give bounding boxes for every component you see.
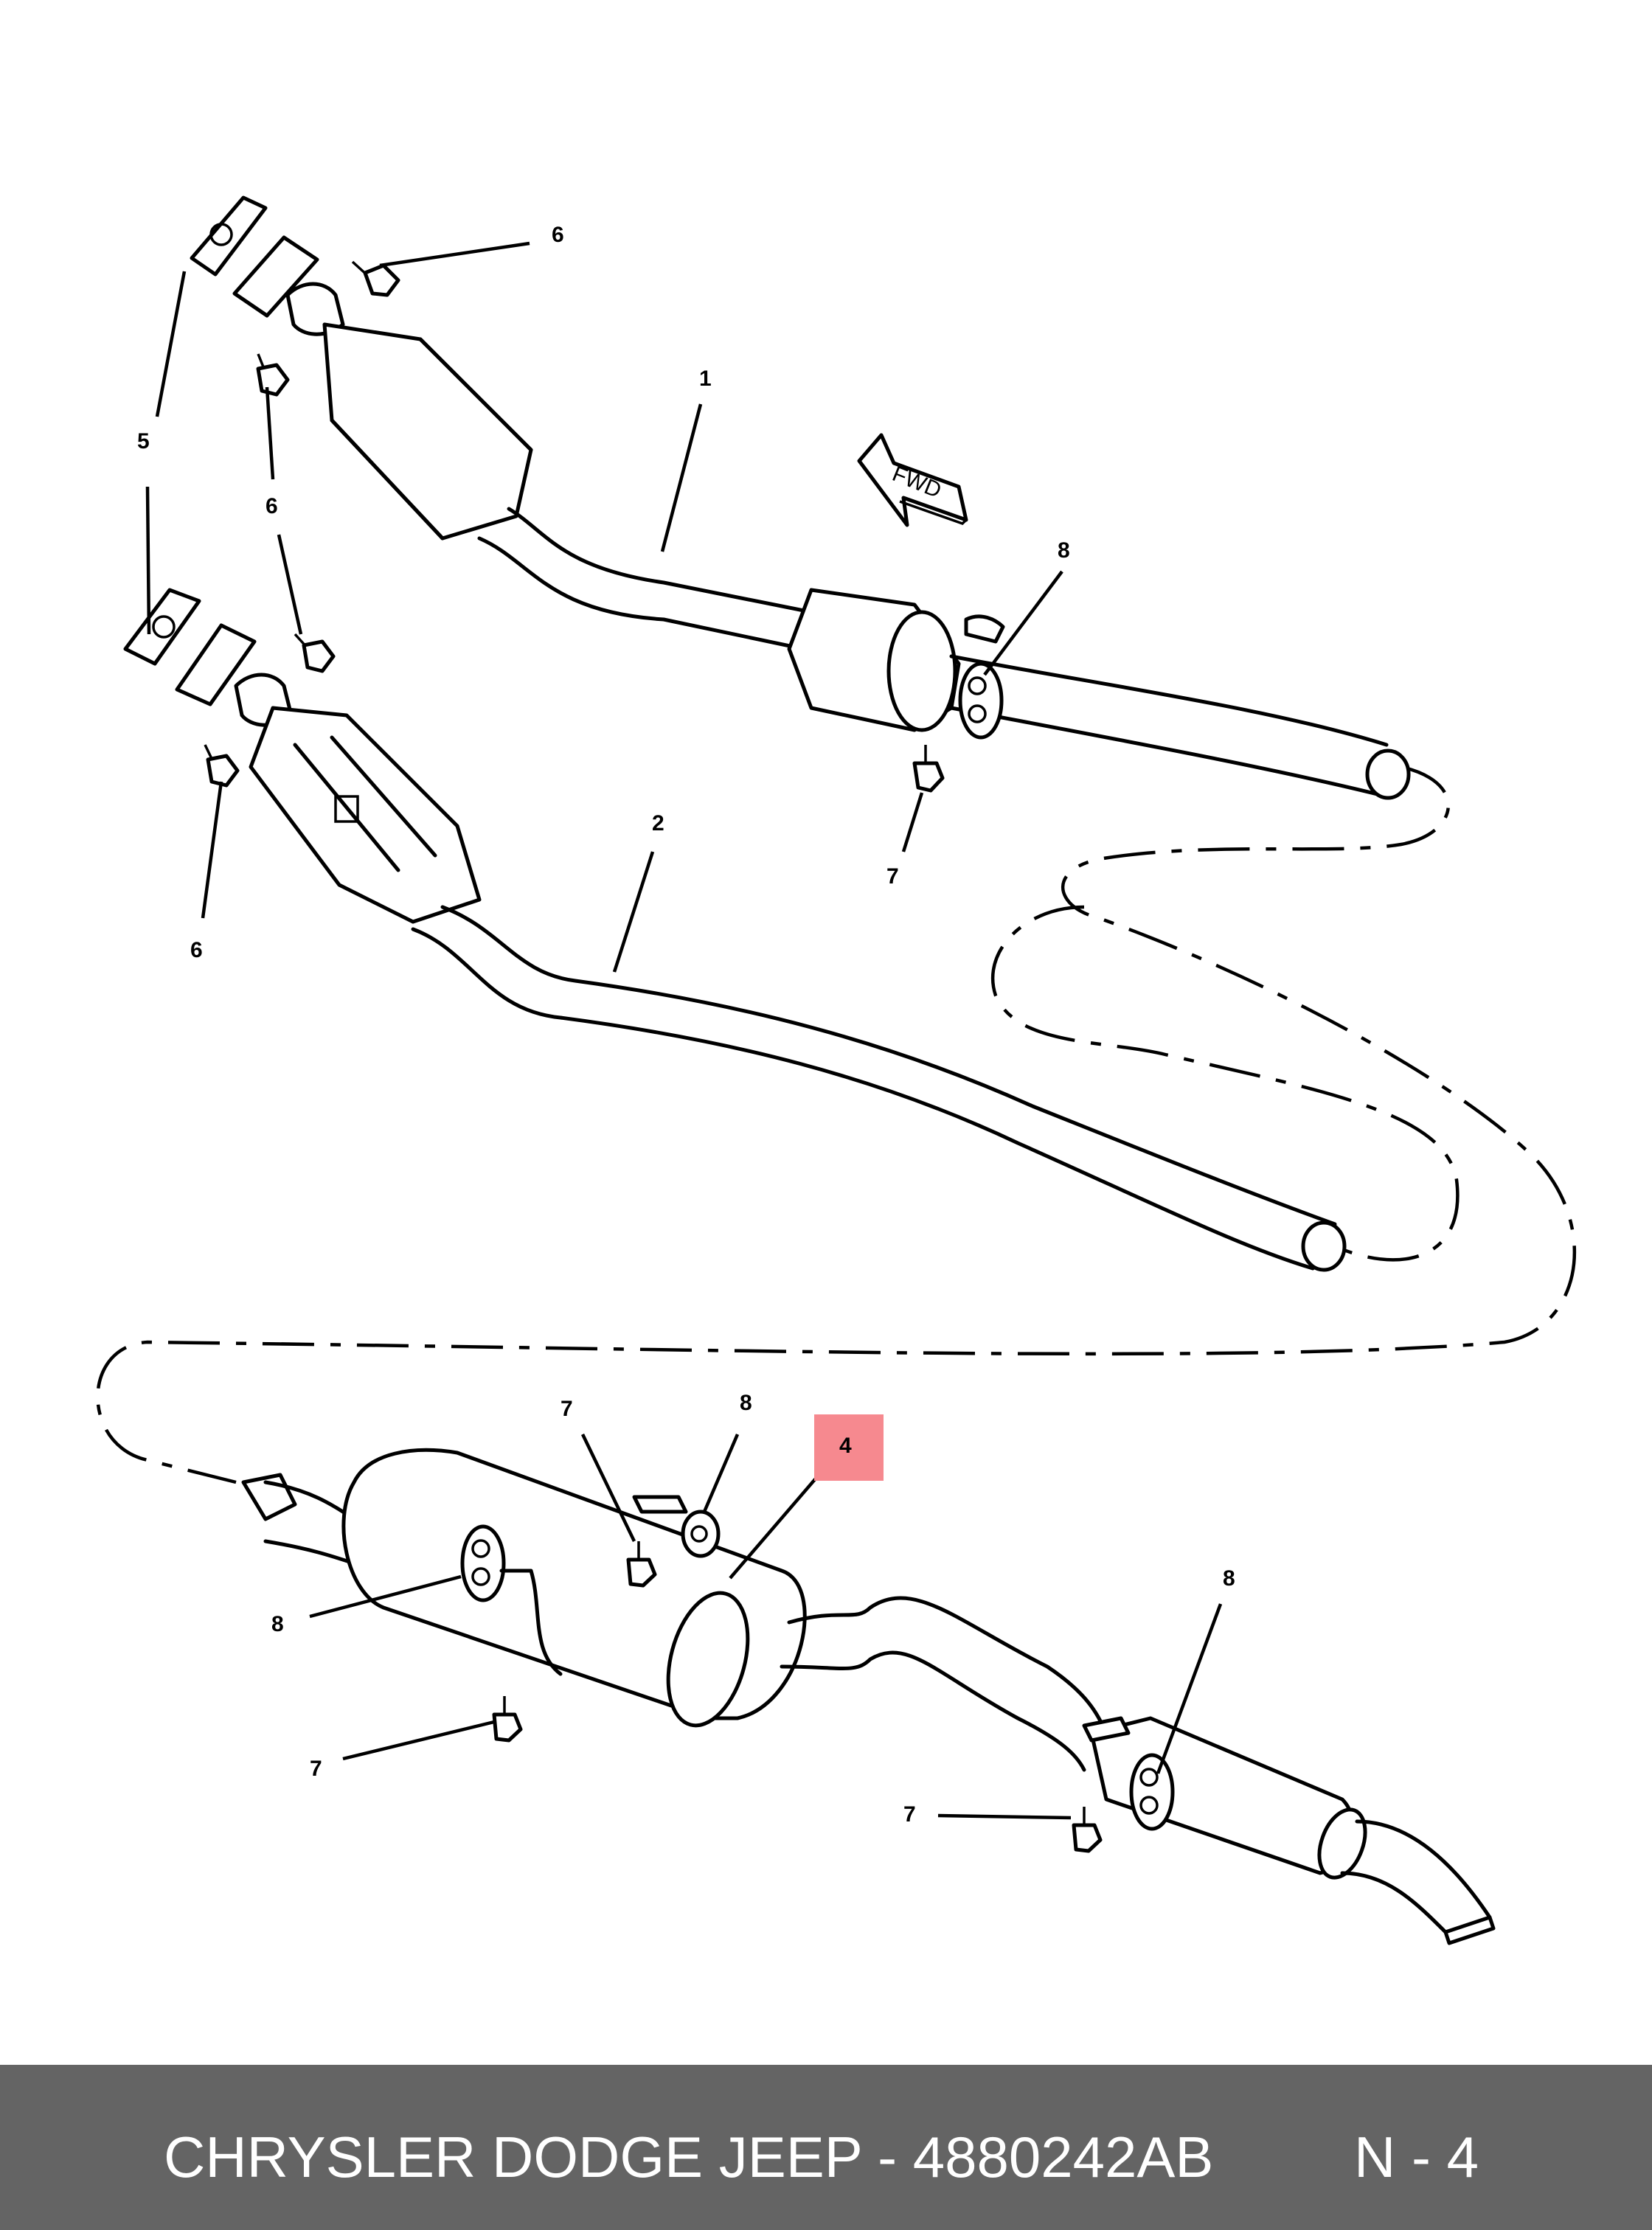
part-1-upper-pipe	[190, 195, 1411, 800]
bolt-7-c	[492, 1696, 523, 1743]
exhaust-system-diagram: FWD 6 1 5 6 8 2 7 6 7 8 4 8 8 7	[96, 195, 1577, 1945]
callout-6-b: 6	[266, 494, 278, 518]
callout-5: 5	[137, 429, 150, 454]
callout-6-a: 6	[552, 223, 564, 247]
callout-labels: 6 1 5 6 8 2 7 6 7 8 4 8 8 7 7	[137, 223, 1235, 1827]
callout-6-c: 6	[190, 938, 203, 962]
leader-lines	[145, 241, 1223, 1820]
bolt-7-a	[912, 745, 945, 793]
routing-lines	[96, 765, 1577, 1484]
highlight-part-4	[814, 1414, 884, 1481]
callout-7-d: 7	[903, 1802, 916, 1827]
callout-8-c: 8	[1223, 1566, 1235, 1591]
callout-1: 1	[699, 367, 712, 391]
part-4-muffler	[241, 1448, 1496, 1945]
bolt-7-b	[626, 1541, 657, 1588]
fwd-direction-arrow: FWD	[857, 433, 968, 527]
callout-7-b: 7	[560, 1397, 573, 1421]
callout-8-b: 8	[740, 1391, 752, 1415]
bolts	[204, 260, 1103, 1853]
footer-bar: CHRYSLER DODGE JEEP - 4880242AB N - 4	[0, 2065, 1652, 2230]
callout-8-a: 8	[1058, 538, 1070, 563]
callout-7-a: 7	[886, 864, 899, 889]
hangers	[460, 614, 1175, 1831]
bolt-6-a	[351, 260, 400, 297]
bolt-6-c	[294, 633, 336, 673]
bolt-6-d	[204, 744, 240, 788]
bolt-6-b	[256, 353, 290, 397]
callout-4: 4	[839, 1434, 852, 1458]
callout-7-c: 7	[310, 1757, 322, 1781]
footer-page-number: N - 4	[1354, 2125, 1479, 2189]
part-2-lower-pipe	[123, 588, 1347, 1272]
callout-8-d: 8	[271, 1612, 284, 1636]
footer-part-title: CHRYSLER DODGE JEEP - 4880242AB	[164, 2125, 1214, 2189]
callout-2: 2	[652, 811, 664, 836]
bolt-7-d	[1072, 1807, 1103, 1853]
